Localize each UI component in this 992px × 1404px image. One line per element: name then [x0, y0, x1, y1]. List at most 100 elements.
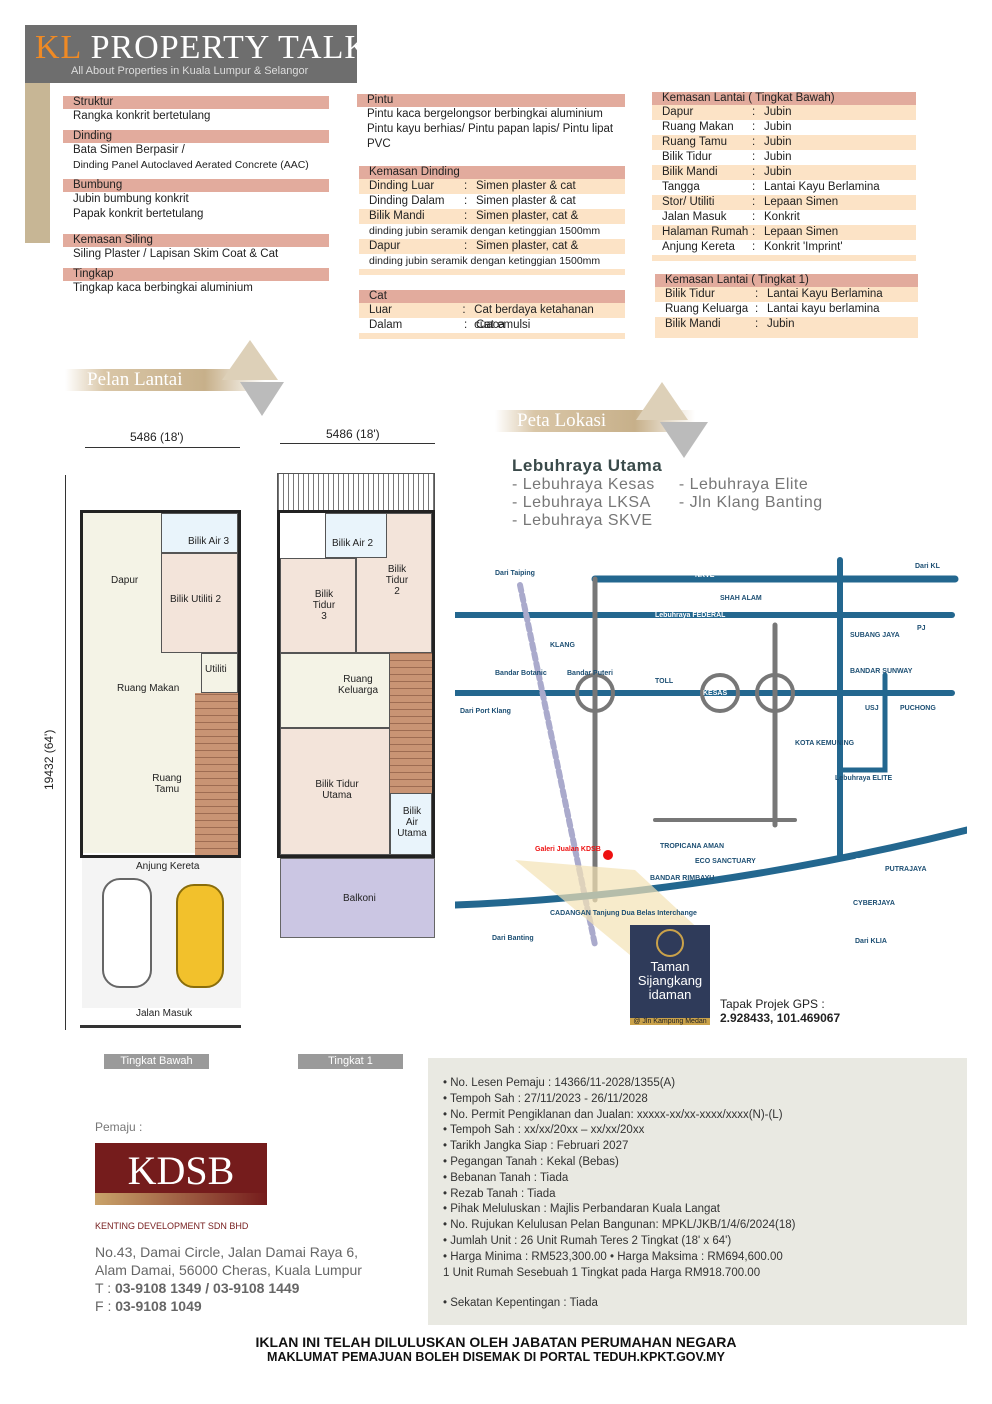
spec-row: Dinding Dalam:Simen plaster & cat [359, 194, 625, 209]
spec-title: Bumbung [63, 179, 329, 192]
spec-key: Dapur [369, 240, 401, 252]
separator: : [752, 226, 756, 238]
spec-key: Bilik Mandi [665, 318, 721, 330]
spec-line: Dinding Panel Autoclaved Aerated Concret… [73, 159, 309, 171]
info-line: • Sekatan Kepentingan : Tiada [443, 1297, 598, 1310]
spec-value: Lepaan Simen [764, 226, 839, 238]
interchange [575, 673, 615, 713]
room-balkoni: Balkoni [343, 893, 376, 904]
spec-title: Pintu [357, 94, 625, 107]
room-dapur: Dapur [83, 513, 161, 653]
spec-value: Simen plaster & cat [476, 180, 576, 192]
spec-value: Jubin [764, 151, 792, 163]
spec-value: Jubin [764, 106, 792, 118]
spec-row: dinding jubin seramik dengan ketinggian … [359, 254, 625, 269]
approval-notice: IKLAN INI TELAH DILULUSKAN OLEH JABATAN … [255, 1334, 737, 1350]
map-label: ECO SANCTUARY [695, 858, 756, 865]
spec-key: Ruang Keluarga [665, 303, 749, 315]
separator: : [464, 180, 468, 192]
separator: : [752, 136, 756, 148]
info-line: • No. Rujukan Kelulusan Pelan Bangunan: … [443, 1219, 796, 1232]
project-logo: Taman Sijangkang idaman @ Jln Kampung Me… [630, 925, 710, 1025]
ground-floor-plan: Dapur Bilik Air 3 Bilik Utiliti 2 Utilit… [80, 510, 241, 858]
room-bilik-air-2: Bilik Air 2 [325, 513, 387, 558]
spec-row: Luar:Cat berdaya ketahanan cuaca [359, 303, 625, 331]
gps-value: 2.928433, 101.469067 [720, 1011, 841, 1025]
map-label: Bandar Puteri [567, 670, 613, 677]
separator: : [752, 241, 756, 253]
map-label: Lebuhraya FEDERAL [655, 612, 726, 619]
fax-label: F : [95, 1298, 116, 1314]
porch-area [82, 858, 241, 1008]
road-item: - Lebuhraya SKVE [512, 512, 653, 529]
project-emblem-icon [656, 929, 684, 957]
info-line: • Pegangan Tanah : Kekal (Bebas) [443, 1155, 619, 1168]
project-address: @ Jln Kampung Medan [630, 1018, 710, 1025]
separator: : [464, 319, 468, 331]
map-label: KLANG [550, 642, 575, 649]
spec-value: dinding jubin seramik dengan ketinggian … [369, 225, 601, 237]
spec-line: PVC [367, 138, 391, 150]
staircase [195, 693, 238, 855]
info-line: • Rezab Tanah : Tiada [443, 1187, 556, 1200]
spec-line: Tingkap kaca berbingkai aluminium [73, 282, 253, 294]
spec-title: Cat [359, 290, 625, 303]
road-item: - Lebuhraya Elite [678, 476, 809, 493]
separator: : [464, 240, 468, 252]
spec-kemasan-lantai-bawah: Kemasan Lantai ( Tingkat Bawah)Dapur:Jub… [652, 92, 916, 261]
address-line: Alam Damai, 56000 Cheras, Kuala Lumpur [95, 1262, 362, 1278]
map-label: Dari KL [915, 563, 941, 570]
decorative-bar [25, 83, 50, 243]
spec-value: Konkrit 'Imprint' [764, 241, 843, 253]
decorative-triangle [660, 422, 708, 458]
room-bilik-air-utama: Bilik Air Utama [390, 793, 432, 855]
width-dimension: 5486 (18') [130, 430, 184, 444]
map-label: BANDAR SUNWAY [850, 668, 913, 675]
road-link [837, 672, 888, 773]
map-label: Dari Banting [492, 935, 534, 942]
spec-key: Halaman Rumah [662, 226, 749, 238]
portal-notice: MAKLUMAT PEMAJUAN BOLEH DISEMAK DI PORTA… [267, 1350, 725, 1364]
map-label: TOLL [655, 678, 674, 685]
white-car-icon [102, 878, 152, 988]
dimension-line [280, 443, 435, 444]
spec-title: Dinding [63, 130, 329, 143]
info-line: 1 Unit Rumah Sesebuah 1 Tingkat pada Har… [443, 1266, 761, 1279]
pelan-lantai-heading: Pelan Lantai [65, 369, 265, 391]
spec-row: Ruang Tamu:Jubin [652, 135, 916, 150]
info-line: • Harga Minima : RM523,300.00 • Harga Ma… [443, 1250, 783, 1263]
room-ruang-keluarga: Ruang Keluarga [280, 653, 390, 728]
dimension-line [65, 475, 66, 1030]
tel-value: 03-9108 1349 / 03-9108 1449 [114, 1280, 300, 1296]
spec-value: Jubin [764, 121, 792, 133]
spec-value: Lepaan Simen [764, 196, 839, 208]
info-line: • Tempoh Sah : 27/11/2023 - 26/11/2028 [443, 1092, 648, 1105]
kdsb-logo-text: KDSB [127, 1148, 235, 1193]
separator: : [752, 151, 756, 163]
map-label: Galeri Jualan KDSB [535, 846, 601, 853]
map-label: SKVE [855, 858, 874, 865]
road-skve [455, 826, 967, 909]
spec-row: Ruang Makan:Jubin [652, 120, 916, 135]
map-label: SHAH ALAM [720, 595, 762, 602]
spec-value: Jubin [767, 318, 795, 330]
room-bilik-utiliti-2: Bilik Utiliti 2 [161, 553, 238, 653]
spec-pintu: Pintu Pintu kaca bergelongsor berbingkai… [357, 94, 625, 152]
spec-title: Kemasan Dinding [359, 166, 625, 179]
info-line: • Tarikh Jangka Siap : Februari 2027 [443, 1140, 629, 1153]
decorative-triangle [636, 382, 688, 420]
spec-key: Anjung Kereta [662, 241, 735, 253]
width-dimension: 5486 (18') [326, 427, 380, 441]
spec-key: Ruang Makan [662, 121, 734, 133]
logo-title: PROPERTY TALK [90, 29, 370, 66]
spec-title: Kemasan Lantai ( Tingkat 1) [655, 274, 918, 287]
spec-key: Dinding Dalam [369, 195, 445, 207]
spec-value: Lantai kayu berlamina [767, 303, 880, 315]
spec-value: Simen plaster & cat [476, 195, 576, 207]
main-road-title: Lebuhraya Utama [512, 456, 663, 475]
spec-line: Pintu kayu berhias/ Pintu papan lapis/ P… [367, 123, 614, 135]
dimension-line [85, 447, 240, 448]
